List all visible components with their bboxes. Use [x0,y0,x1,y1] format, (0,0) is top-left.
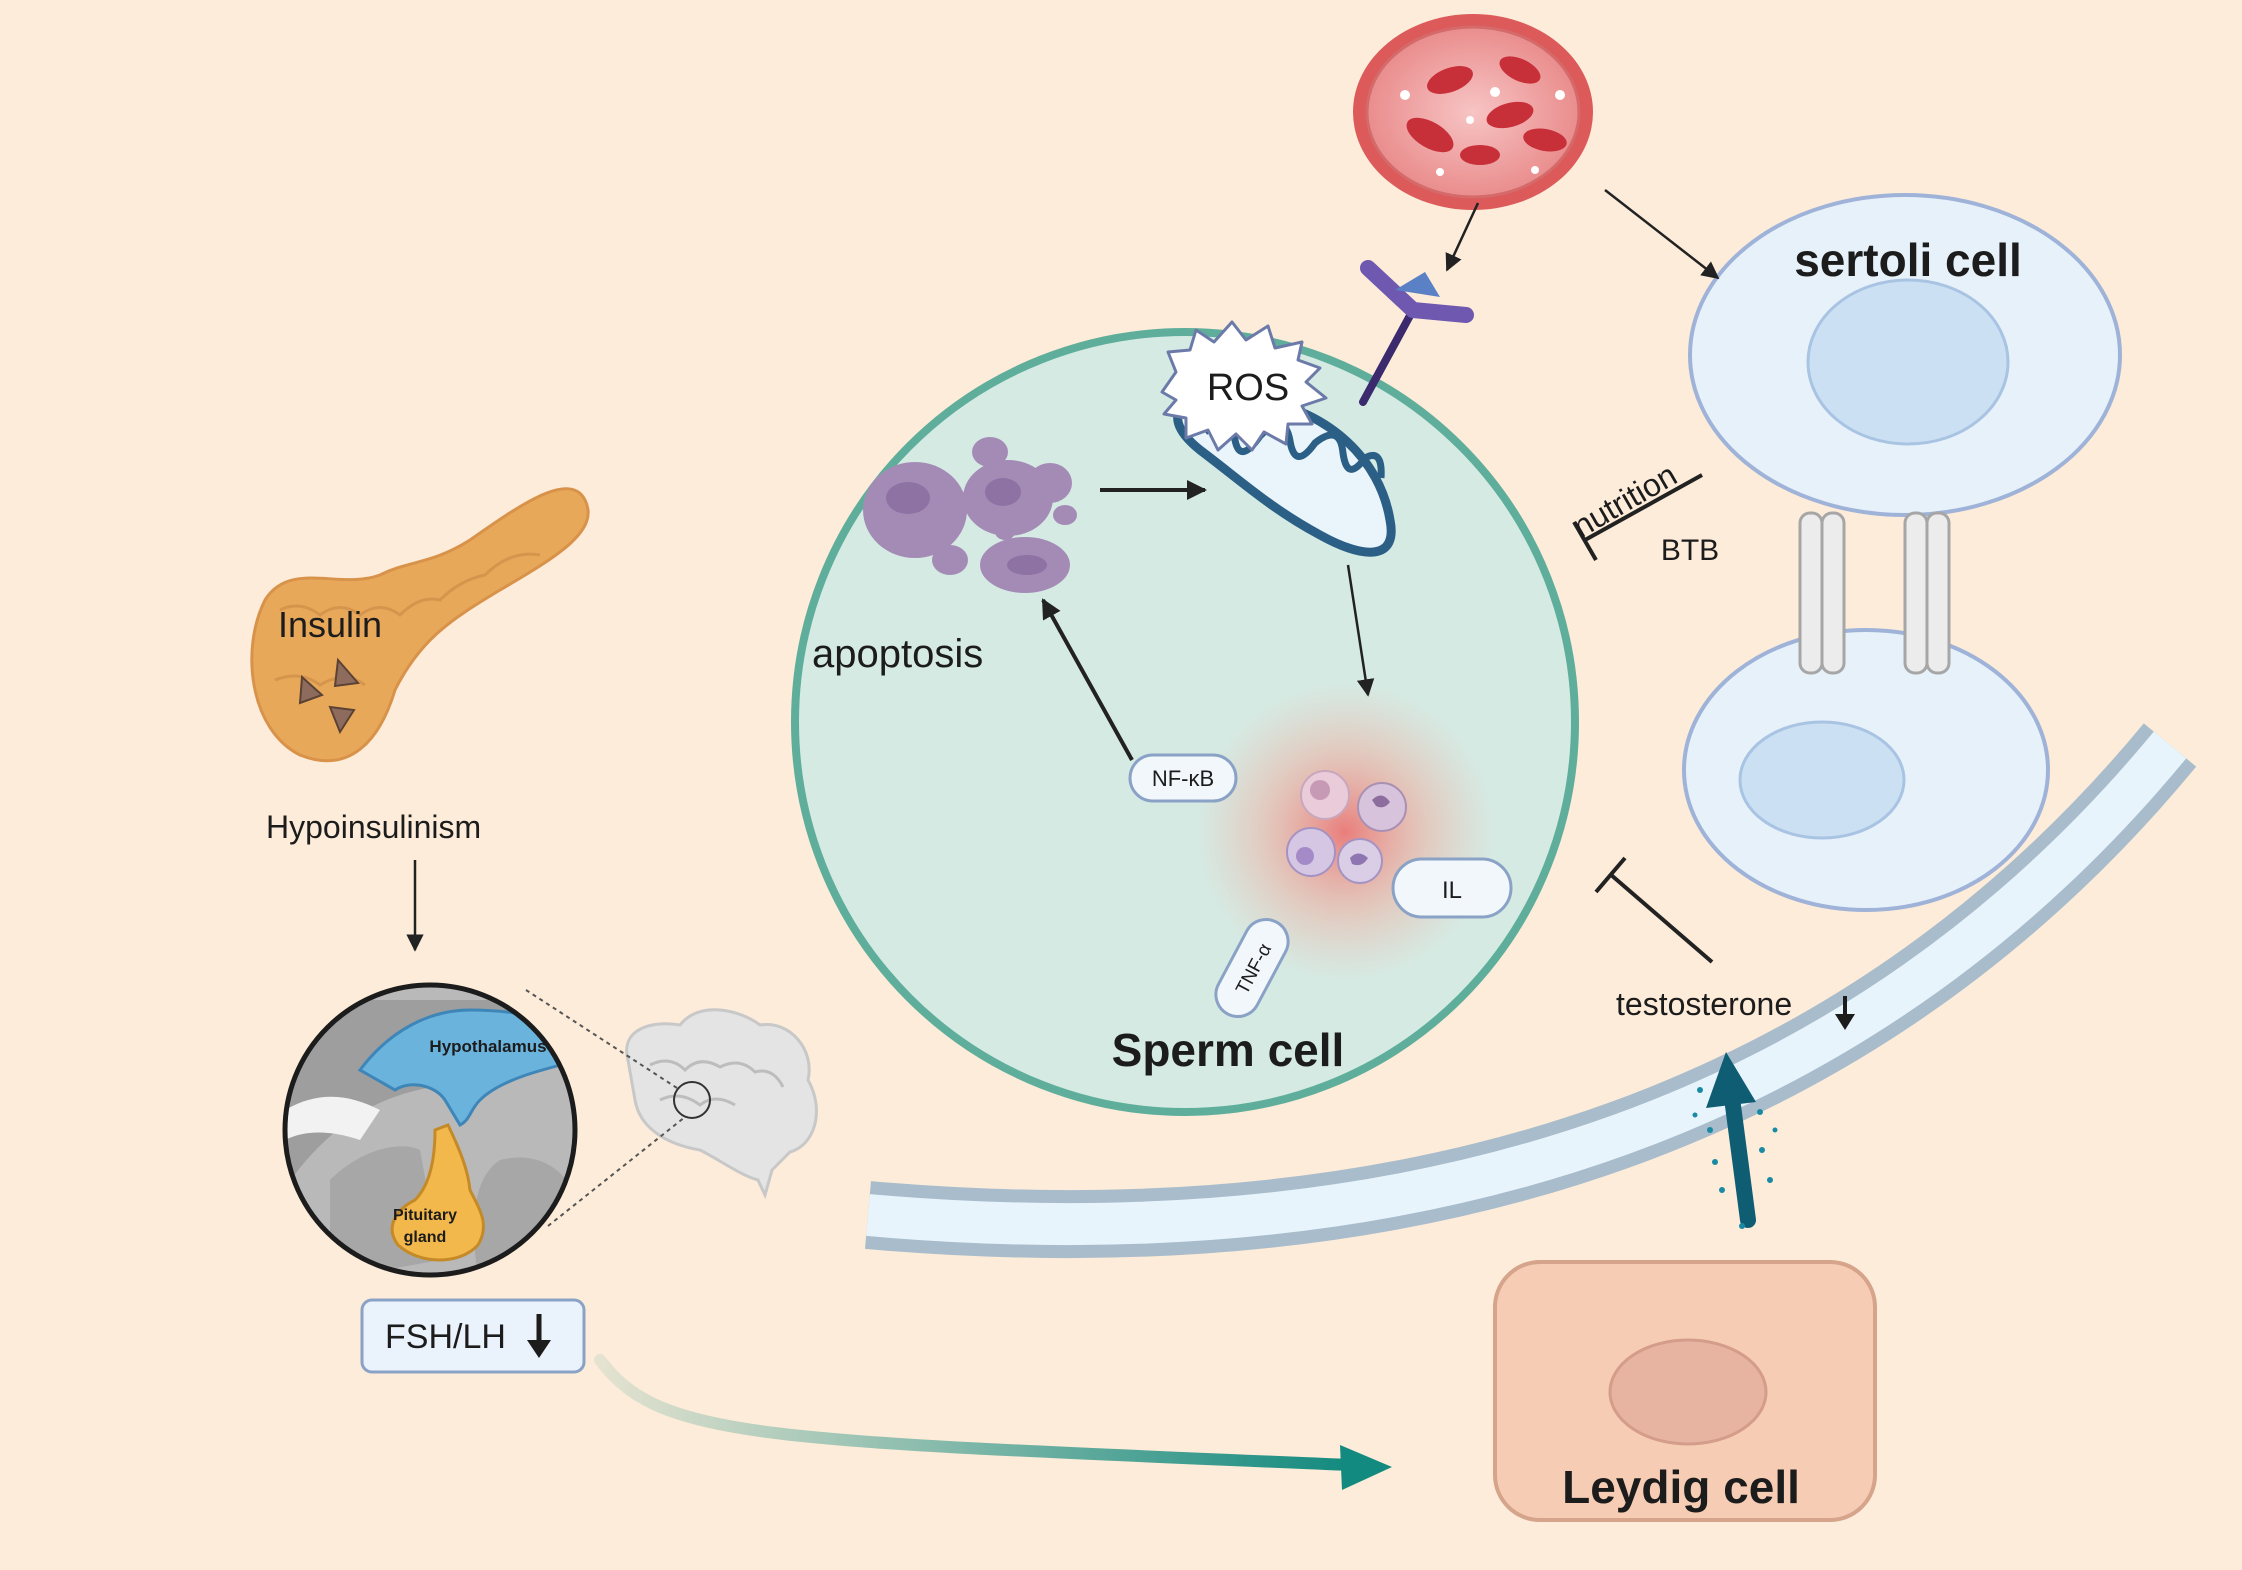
pancreas-icon [250,487,590,763]
sperm-cell-label: Sperm cell [1112,1024,1345,1076]
zoom-line-top [525,989,678,1089]
pituitary-label-line1: Pituitary [393,1207,457,1224]
sertoli-cell-label: sertoli cell [1794,234,2022,286]
hypothalamus-label: Hypothalamus [429,1037,546,1056]
leydig-cell [1493,1260,1877,1522]
arrow-nfkb-to-apoptosis [1041,598,1134,761]
hormone-arrow [594,1354,1392,1490]
leydig-cell-label: Leydig cell [1562,1461,1800,1513]
nfkb-label: NF-κB [1152,766,1214,791]
ros-label: ROS [1207,367,1289,409]
blood-vessel-icon [1353,14,1593,210]
arrow-vessel-to-receptor [1445,202,1480,272]
il-label: IL [1442,877,1462,904]
hypothalamus-zoom: Hypothalamus Pituitary gland [282,982,578,1278]
arrow-mito-to-inflammation [1346,564,1375,697]
inhibit-nutrition-btb [1584,473,1703,542]
testosterone-secretion-arrow [1692,1052,1778,1229]
tight-junction-icon [1798,511,1951,675]
tnf-pill: TNF-α [1214,918,1290,1018]
sertoli-cell [1682,193,2122,912]
testosterone-label: testosterone [1616,986,1792,1022]
nutrition-label: nutrition [1566,456,1683,544]
inhibit-testosterone [1608,872,1714,964]
sperm-cell [791,328,1579,1116]
apoptosis-label: apoptosis [812,632,983,676]
zoom-line-bottom [547,1116,686,1227]
down-arrow-icon [527,1314,551,1358]
arrow-vessel-to-sertoli [1604,189,1720,280]
il-pill: IL [1391,857,1513,919]
pituitary-label-line2: gland [404,1229,447,1246]
nfkb-pill: NF-κB [1128,753,1238,803]
ros-burst: ROS [1160,320,1328,452]
receptor-icon [1359,260,1474,406]
immune-cells-icon [1195,682,1495,982]
tubule-wall [865,723,2197,1259]
down-arrow-icon [1835,996,1855,1030]
brain-icon [625,1008,818,1200]
fsh-lh-label: FSH/LH [385,1318,506,1356]
btb-label: BTB [1661,534,1719,567]
arrows [406,189,1720,964]
apoptotic-cell-icon [863,437,1077,593]
hypoinsulinism-label: Hypoinsulinism [266,809,481,845]
insulin-label: Insulin [278,604,382,645]
fsh-lh-box: FSH/LH [360,1298,586,1374]
